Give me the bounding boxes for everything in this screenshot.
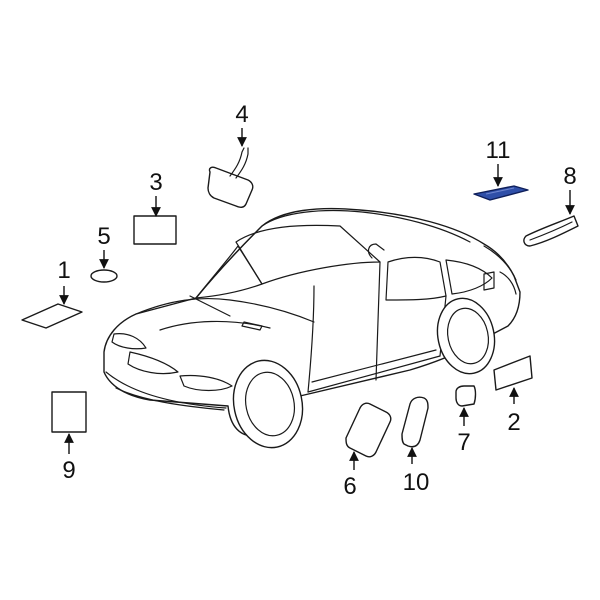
callout-11: 11 (486, 137, 511, 164)
part-10-label: 10 (401, 396, 430, 496)
callout-4: 4 (235, 101, 248, 128)
callout-9: 9 (62, 457, 75, 484)
part-3-label: 3 (133, 169, 177, 245)
part-9-label: 9 (51, 391, 87, 484)
part-2-label: 2 (493, 355, 533, 436)
callout-10: 10 (403, 469, 430, 496)
callout-7: 7 (457, 429, 470, 456)
part-5-emblem: 5 (90, 223, 118, 283)
car-illustration (103, 207, 521, 449)
highlighted-part-shape (473, 185, 529, 201)
front-wheel (232, 359, 304, 449)
callout-2: 2 (507, 409, 520, 436)
part-11-highlighted-label: 11 (473, 137, 529, 201)
callout-6: 6 (343, 473, 356, 500)
part-4-label: 4 (207, 101, 254, 209)
callout-1: 1 (57, 257, 70, 284)
callout-3: 3 (149, 169, 162, 196)
part-8-strip: 8 (523, 163, 579, 247)
part-1-label: 1 (21, 257, 83, 329)
part-7-label: 7 (455, 385, 477, 456)
rear-wheel (436, 297, 496, 375)
part-6-label: 6 (343, 402, 392, 500)
callout-8: 8 (563, 163, 576, 190)
callout-5: 5 (97, 223, 110, 250)
